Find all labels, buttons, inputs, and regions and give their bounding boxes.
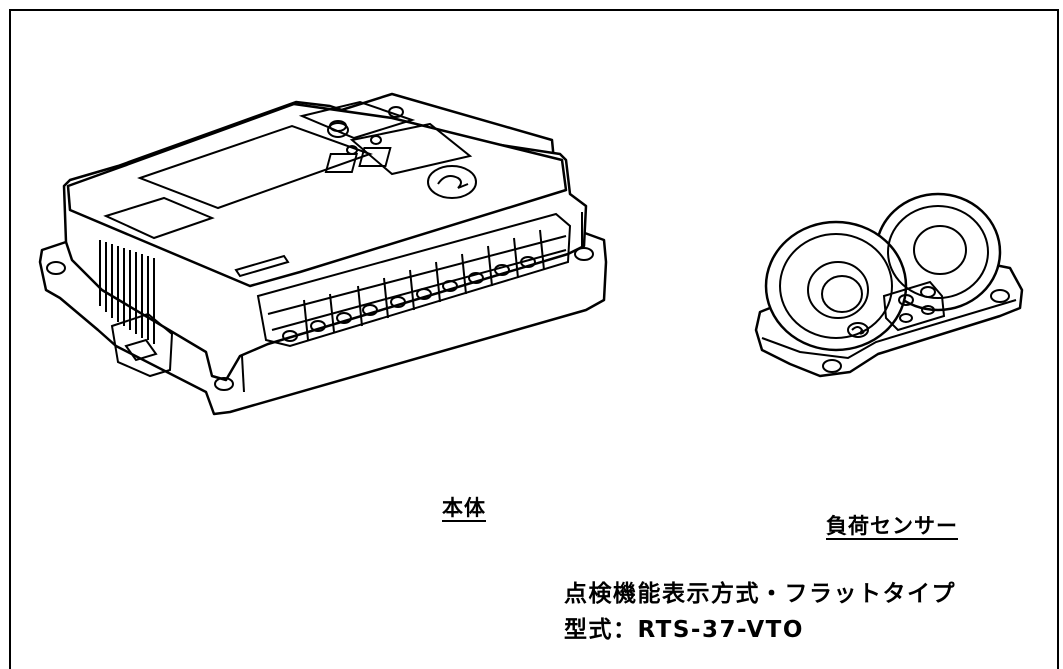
model-number: 型式：RTS-37-VTO	[564, 617, 804, 643]
main-unit-illustration	[38, 92, 608, 416]
load-sensor-label: 負荷センサー	[826, 514, 958, 538]
main-unit-label: 本体	[442, 496, 486, 520]
load-sensor-illustration	[754, 192, 1024, 378]
model-description: 点検機能表示方式・フラットタイプ	[564, 581, 956, 607]
document-frame	[9, 9, 1059, 669]
